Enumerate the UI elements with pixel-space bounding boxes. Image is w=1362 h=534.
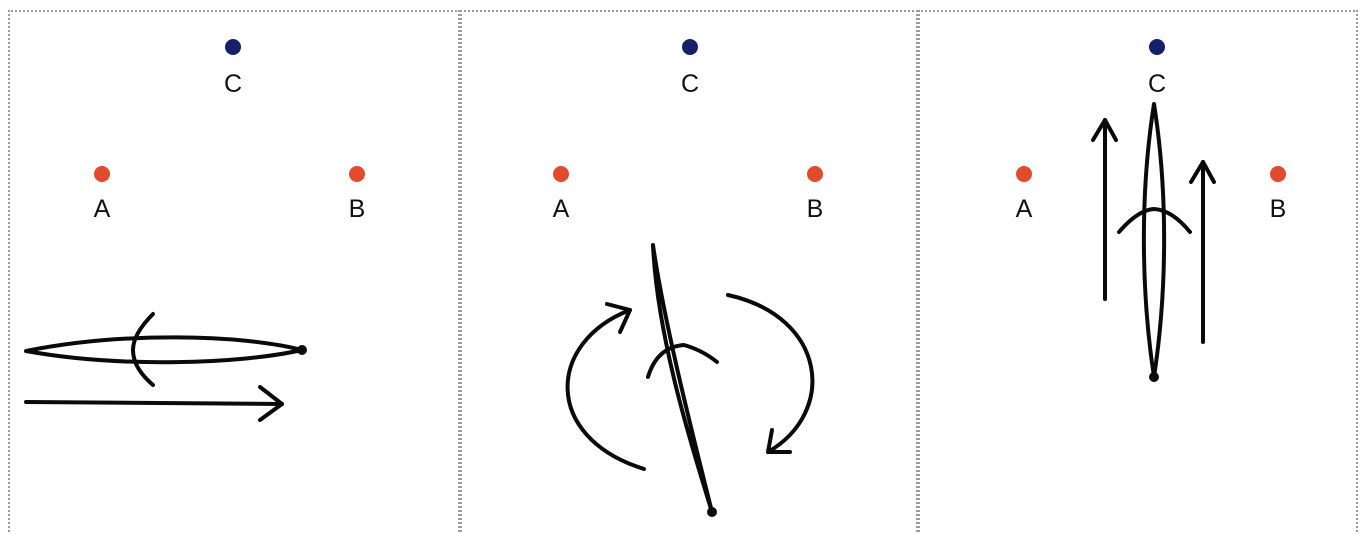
fish-figure <box>1117 102 1192 382</box>
label-a: A <box>553 195 570 223</box>
point-b <box>807 166 823 182</box>
point-b <box>1270 166 1286 182</box>
label-a: A <box>94 195 111 223</box>
label-b: B <box>807 195 824 223</box>
panel-2: C A B <box>460 10 918 532</box>
panel-1-diagram: C A B <box>24 39 366 422</box>
label-b: B <box>1270 195 1287 223</box>
label-c: C <box>681 70 699 98</box>
motion-arrow-right <box>24 385 284 422</box>
rotation-arrow-left <box>565 302 646 471</box>
motion-arrow-up-right <box>1189 160 1216 344</box>
label-c: C <box>224 70 242 98</box>
fish-figure <box>646 243 719 517</box>
label-b: B <box>349 195 366 223</box>
point-c <box>682 39 698 55</box>
motion-arrow-up-left <box>1091 118 1118 301</box>
point-c <box>1149 39 1165 55</box>
panel-2-diagram: C A B <box>553 39 824 517</box>
label-a: A <box>1016 195 1033 223</box>
label-c: C <box>1148 70 1166 98</box>
panel-3: C A B <box>918 10 1358 532</box>
point-a <box>94 166 110 182</box>
fish-figure <box>24 312 307 387</box>
point-a <box>553 166 569 182</box>
panel-3-diagram: C A B <box>1016 39 1287 382</box>
point-b <box>349 166 365 182</box>
point-a <box>1016 166 1032 182</box>
point-c <box>225 39 241 55</box>
rotation-arrow-right <box>726 293 815 454</box>
panel-1: C A B <box>8 10 460 532</box>
